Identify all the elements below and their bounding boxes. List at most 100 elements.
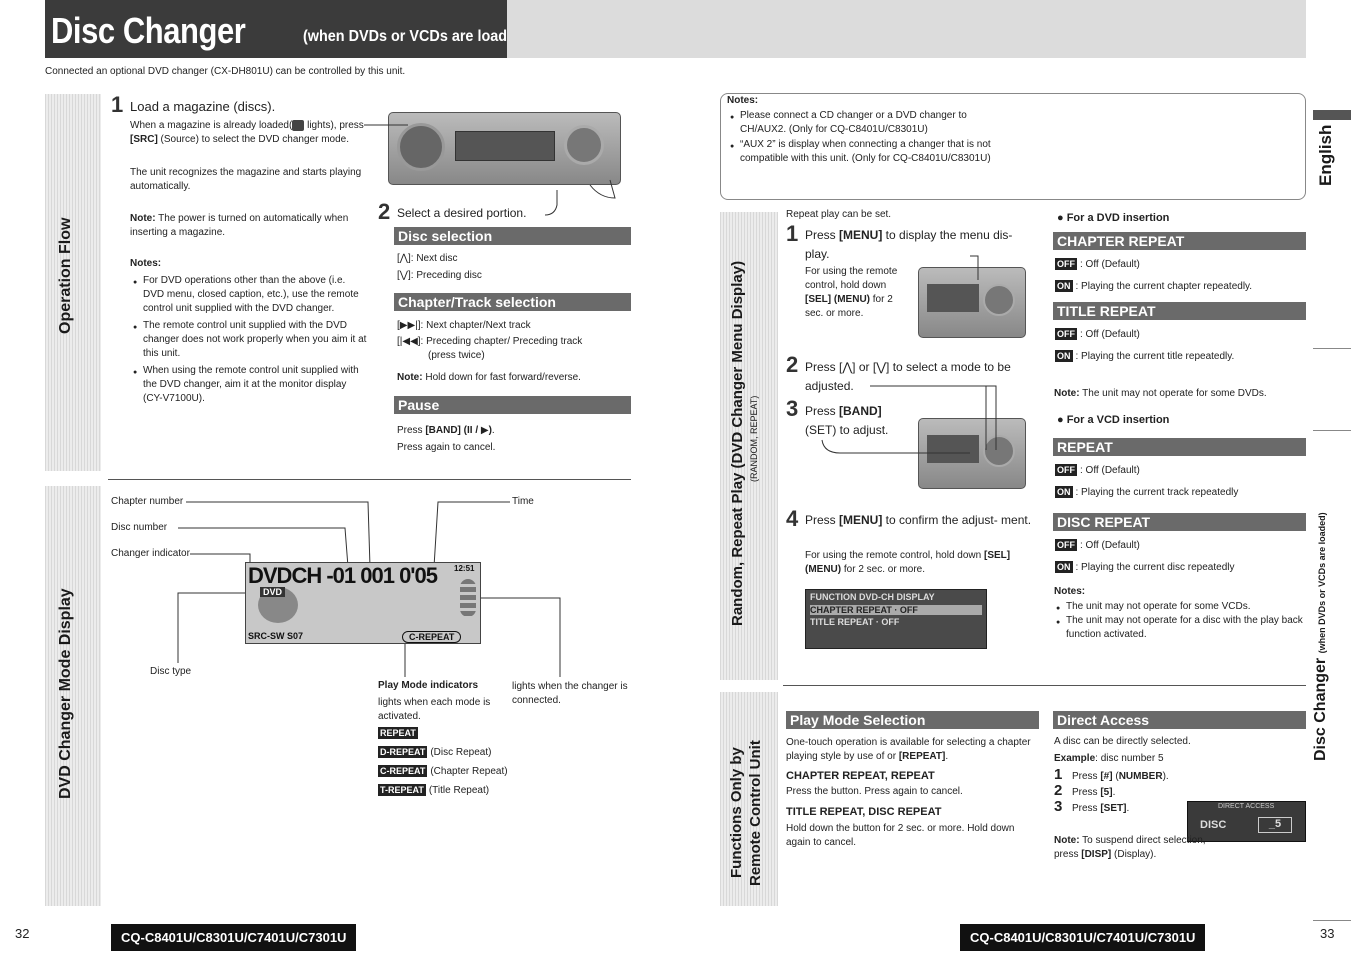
english-tab-bar bbox=[1313, 110, 1351, 120]
repeat-callout-lines bbox=[821, 255, 997, 454]
indicator-tag: C-REPEAT bbox=[378, 765, 428, 777]
pause-line1-a: Press bbox=[397, 425, 426, 436]
chapter-selection-heading: Chapter/Track selection bbox=[394, 293, 631, 311]
indicator-desc: (Disc Repeat) bbox=[430, 747, 492, 758]
direct-step-text: . bbox=[1126, 803, 1130, 814]
direct-step-text: Press bbox=[1072, 771, 1101, 782]
off-indicator: OFF bbox=[1055, 328, 1077, 340]
direct-note-text: (Display). bbox=[1111, 849, 1157, 860]
chapter-repeat-subhead: CHAPTER REPEAT, REPEAT bbox=[786, 770, 935, 782]
off-indicator: OFF bbox=[1055, 539, 1077, 551]
repeat-off-row: OFF: Off (Default) bbox=[1055, 464, 1140, 476]
on-indicator: ON bbox=[1055, 280, 1073, 292]
section-divider bbox=[108, 479, 631, 480]
flow-note-item: When using the remote control unit suppl… bbox=[133, 364, 368, 406]
direct-access-note: Note: To suspend direct selection, press… bbox=[1054, 834, 1224, 862]
indicator-tag: D-REPEAT bbox=[378, 746, 428, 758]
label-changer-indicator: Changer indicator bbox=[111, 548, 190, 559]
tab-functions-remote-label-2: Remote Control Unit bbox=[747, 740, 764, 886]
pause-line1: Press [BAND] (II / ▶). bbox=[397, 425, 495, 436]
dvd-note-label: Note: bbox=[1054, 388, 1080, 399]
footer-model-left: CQ-C8401U/C8301U/C7401U/C7301U bbox=[111, 924, 357, 951]
repeat-step3-number: 3 bbox=[786, 396, 799, 421]
repeat-step1-remote: For using the remote control, hold down … bbox=[805, 265, 907, 321]
flow-note-text: The power is turned on automatically whe… bbox=[130, 213, 349, 238]
pause-key: [BAND] (II / ▶) bbox=[425, 425, 492, 436]
indicator-desc: (Title Repeat) bbox=[428, 785, 490, 796]
head-unit-illustration bbox=[388, 112, 621, 185]
on-indicator: ON bbox=[1055, 350, 1073, 362]
vcd-note-item: The unit may not operate for some VCDs. bbox=[1056, 600, 1306, 616]
flow-note-item: The remote control unit supplied with th… bbox=[133, 319, 368, 361]
disc-next: [⋀]: Next disc bbox=[397, 253, 458, 264]
repeat-step3: Press [BAND](SET) to adjust. bbox=[805, 402, 905, 440]
set-key: [SET] bbox=[1100, 803, 1127, 814]
direct-step-text: ( bbox=[1112, 771, 1119, 782]
intro-text: Connected an optional DVD changer (CX-DH… bbox=[45, 66, 406, 77]
changer-lights-desc: lights when the changer is connected. bbox=[512, 681, 628, 706]
repeat-off-text: : Off (Default) bbox=[1080, 465, 1140, 476]
chapter-repeat-off-text: : Off (Default) bbox=[1080, 259, 1140, 270]
play-mode-selection-heading: Play Mode Selection bbox=[786, 711, 1039, 729]
disc-prev: [⋁]: Preceding disc bbox=[397, 270, 482, 281]
label-chapter-number: Chapter number bbox=[111, 496, 184, 507]
lcd-mode-indicator: C-REPEAT bbox=[402, 631, 462, 643]
chapter-prev-twice: (press twice) bbox=[428, 350, 485, 361]
tab-random-repeat-label: Random, Repeat Play (DVD Changer Menu Di… bbox=[729, 260, 746, 626]
menu-key: [MENU] bbox=[839, 513, 883, 527]
on-indicator: ON bbox=[1055, 561, 1073, 573]
repeat-step4-remote-c: for 2 sec. or more. bbox=[841, 564, 926, 575]
chapter-repeat-desc: Press the button. Press again to cancel. bbox=[786, 786, 963, 797]
direct-note-text: To suspend direct selection, press bbox=[1054, 835, 1206, 860]
flow-notes-list: For DVD operations other than the above … bbox=[133, 274, 368, 406]
notes-box-item: “AUX 2” is display when connecting a cha… bbox=[730, 138, 1010, 166]
disc-repeat-off-text: : Off (Default) bbox=[1080, 540, 1140, 551]
src-key: [SRC] bbox=[130, 134, 158, 145]
repeat-step4-remote-a: For using the remote control, hold down bbox=[805, 550, 984, 561]
lcd-clock: 12:51 bbox=[454, 564, 475, 573]
header-gray-bar bbox=[507, 0, 1306, 58]
indicator-row: T-REPEAT(Title Repeat) bbox=[378, 784, 489, 796]
display-callout-lines bbox=[177, 501, 561, 677]
side-title-main: Disc Changer bbox=[1312, 657, 1329, 761]
side-title-sub: (when DVDs or VCDs are loaded) bbox=[1317, 512, 1327, 654]
repeat-step1: Press [MENU] to display the menu dis- pl… bbox=[805, 226, 1037, 264]
direct-step-text: ). bbox=[1162, 771, 1169, 782]
tab-random-repeat-sublabel: (RANDOM, REPEAT) bbox=[749, 395, 759, 482]
hold-note-text: Hold down for fast forward/reverse. bbox=[422, 372, 581, 383]
label-time: Time bbox=[512, 496, 534, 507]
repeat-on-row: ON: Playing the current track repeatedly bbox=[1055, 486, 1238, 498]
vcd-notes-label: Notes: bbox=[1054, 586, 1086, 597]
chapter-next: [▶▶|]: Next chapter/Next track bbox=[397, 320, 531, 331]
page-title-bar: Disc Changer (when DVDs or VCDs are load… bbox=[45, 0, 529, 58]
disc-repeat-on-text: : Playing the current disc repeatedly bbox=[1075, 562, 1235, 573]
direct-access-screen-value: _5 bbox=[1258, 817, 1292, 833]
pause-line1-c: . bbox=[491, 425, 495, 436]
volume-knob-icon bbox=[397, 123, 445, 171]
indicator-row: D-REPEAT(Disc Repeat) bbox=[378, 746, 491, 758]
menu-display-line2: CHAPTER REPEAT · OFF bbox=[810, 605, 982, 615]
repeat-step4-remote: For using the remote control, hold down … bbox=[805, 549, 1041, 577]
notes-box-label: Notes: bbox=[727, 95, 759, 106]
repeat-step2: Press [⋀] or [⋁] to select a mode to be … bbox=[805, 360, 1011, 393]
tab-functions-remote-label-1: Functions Only by bbox=[728, 747, 745, 878]
direct-access-heading: Direct Access bbox=[1053, 711, 1306, 729]
disc-repeat-off-row: OFF: Off (Default) bbox=[1055, 539, 1140, 551]
sel-menu-key: [SEL] (MENU) bbox=[805, 294, 870, 305]
lcd-disc-type: DVD bbox=[260, 587, 286, 597]
chapter-repeat-off-row: OFF: Off (Default) bbox=[1055, 258, 1140, 270]
repeat-step3-c: (SET) to adjust. bbox=[805, 423, 889, 437]
vcd-insertion-heading: ● For a VCD insertion bbox=[1057, 414, 1170, 426]
label-disc-number: Disc number bbox=[111, 522, 168, 533]
tab-operation-flow-label: Operation Flow bbox=[57, 217, 74, 334]
lcd-src: SRC-SW S07 bbox=[248, 631, 304, 641]
magazine-icon bbox=[292, 119, 305, 131]
repeat-step4-number: 4 bbox=[786, 506, 799, 531]
changer-magazine-icon bbox=[460, 579, 476, 617]
repeat-step1-number: 1 bbox=[786, 221, 799, 246]
pause-heading: Pause bbox=[394, 396, 631, 414]
flow-step1-number: 1 bbox=[111, 92, 124, 117]
play-mode-indicators-desc: lights when each mode is activated. bbox=[378, 697, 491, 722]
title-repeat-off-text: : Off (Default) bbox=[1080, 329, 1140, 340]
